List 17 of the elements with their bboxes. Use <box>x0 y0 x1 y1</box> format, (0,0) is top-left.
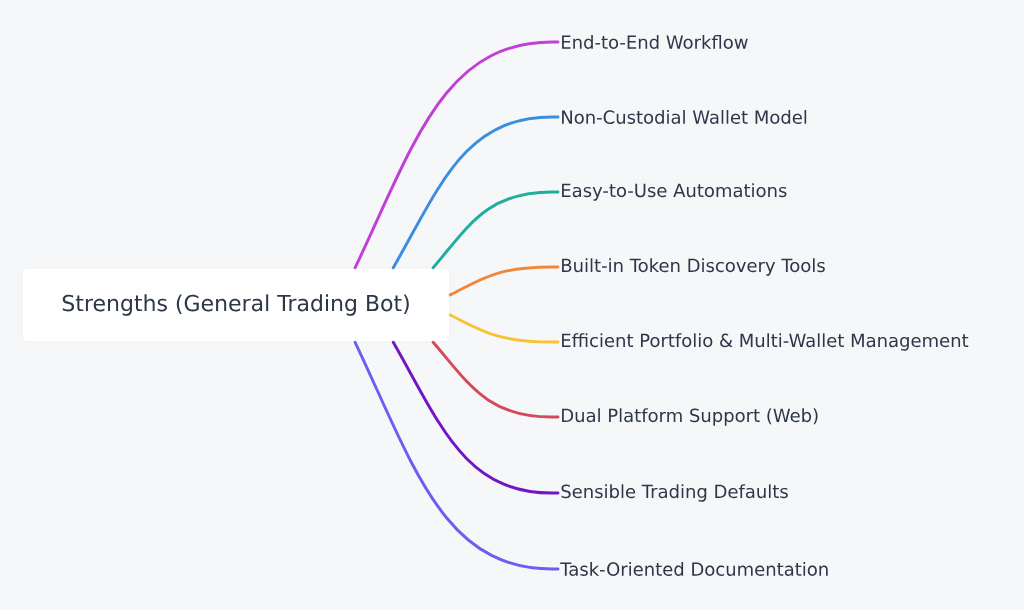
branch-label: Task-Oriented Documentation <box>560 562 828 576</box>
connector-curve <box>353 340 560 571</box>
connector-curve <box>391 340 560 495</box>
branch-label: End-to-End Workflow <box>562 35 748 49</box>
branch-label: Efficient Portfolio & Multi-Wallet Management <box>562 333 969 351</box>
connector-curve <box>391 115 560 270</box>
connector-curve <box>431 190 560 270</box>
connector-curve <box>431 340 560 419</box>
connector-curve <box>448 265 560 297</box>
branch-label: Built-in Token Discovery Tools <box>562 258 825 276</box>
root-box: Strengths (General Trading Bot) <box>21 267 451 343</box>
branch-label: Easy-to-Use Automations <box>562 183 787 201</box>
branch-label: Non-Custodial Wallet Model <box>562 110 807 124</box>
branch-label: Sensible Trading Defaults <box>561 484 788 502</box>
connector-curve <box>448 313 560 344</box>
branch-label: Dual Platform Support (Web) <box>562 408 818 426</box>
connector-curve <box>353 40 560 270</box>
